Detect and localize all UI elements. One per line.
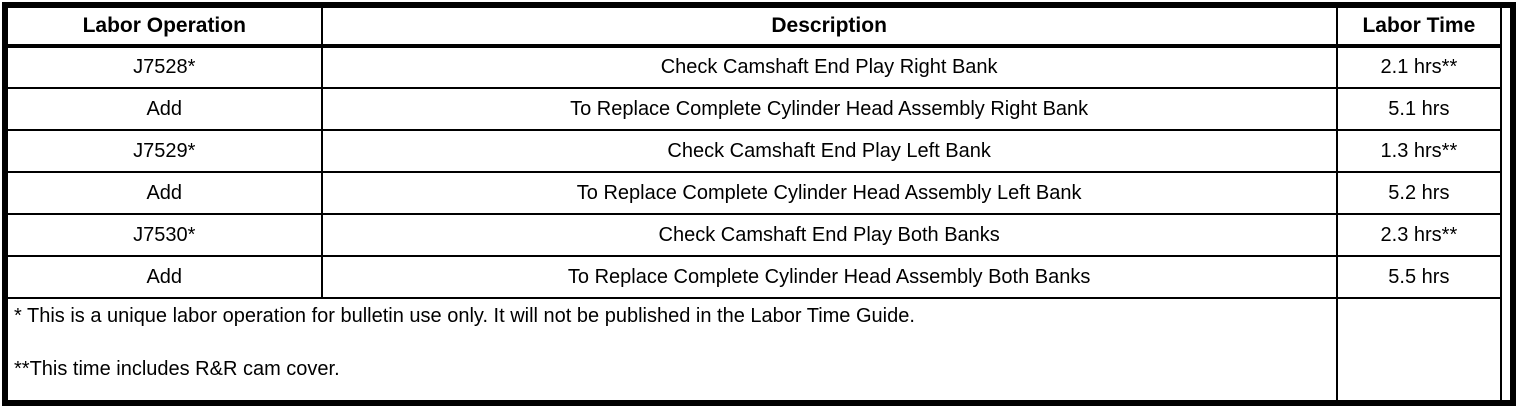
column-header-description: Description (320, 8, 1338, 48)
labor-operation-cell: J7529* (8, 129, 323, 173)
footnote-row: * This is a unique labor operation for b… (8, 297, 1503, 400)
labor-time-table: Labor Operation Description Labor Time J… (8, 8, 1503, 400)
footnote-empty-labor-time-cell (1335, 297, 1503, 400)
labor-operation-cell: Add (8, 171, 323, 215)
labor-time-cell: 5.2 hrs (1335, 171, 1503, 215)
table-body: J7528* Check Camshaft End Play Right Ban… (8, 45, 1503, 400)
description-cell: To Replace Complete Cylinder Head Assemb… (320, 87, 1338, 131)
footnote-asterisk: * This is a unique labor operation for b… (14, 305, 915, 327)
footnote-double-asterisk: **This time includes R&R cam cover. (14, 358, 340, 380)
description-cell: To Replace Complete Cylinder Head Assemb… (320, 255, 1338, 299)
description-cell: Check Camshaft End Play Left Bank (320, 129, 1338, 173)
labor-time-cell: 5.1 hrs (1335, 87, 1503, 131)
description-cell: Check Camshaft End Play Both Banks (320, 213, 1338, 257)
column-header-labor-operation: Labor Operation (8, 8, 323, 48)
description-cell: To Replace Complete Cylinder Head Assemb… (320, 171, 1338, 215)
table-row: Add To Replace Complete Cylinder Head As… (8, 171, 1503, 215)
table-header: Labor Operation Description Labor Time (8, 8, 1503, 48)
labor-time-cell: 2.3 hrs** (1335, 213, 1503, 257)
footnote-cell: * This is a unique labor operation for b… (8, 297, 1338, 400)
table-row: J7528* Check Camshaft End Play Right Ban… (8, 45, 1503, 89)
labor-time-cell: 5.5 hrs (1335, 255, 1503, 299)
table-row: J7529* Check Camshaft End Play Left Bank… (8, 129, 1503, 173)
table-row: J7530* Check Camshaft End Play Both Bank… (8, 213, 1503, 257)
description-cell: Check Camshaft End Play Right Bank (320, 45, 1338, 89)
column-header-labor-time: Labor Time (1335, 8, 1503, 48)
header-row: Labor Operation Description Labor Time (8, 8, 1503, 48)
labor-time-cell: 2.1 hrs** (1335, 45, 1503, 89)
table-row: Add To Replace Complete Cylinder Head As… (8, 87, 1503, 131)
table-row: Add To Replace Complete Cylinder Head As… (8, 255, 1503, 299)
labor-time-cell: 1.3 hrs** (1335, 129, 1503, 173)
labor-operation-cell: Add (8, 255, 323, 299)
labor-operation-cell: J7528* (8, 45, 323, 89)
labor-operation-cell: J7530* (8, 213, 323, 257)
labor-operation-cell: Add (8, 87, 323, 131)
